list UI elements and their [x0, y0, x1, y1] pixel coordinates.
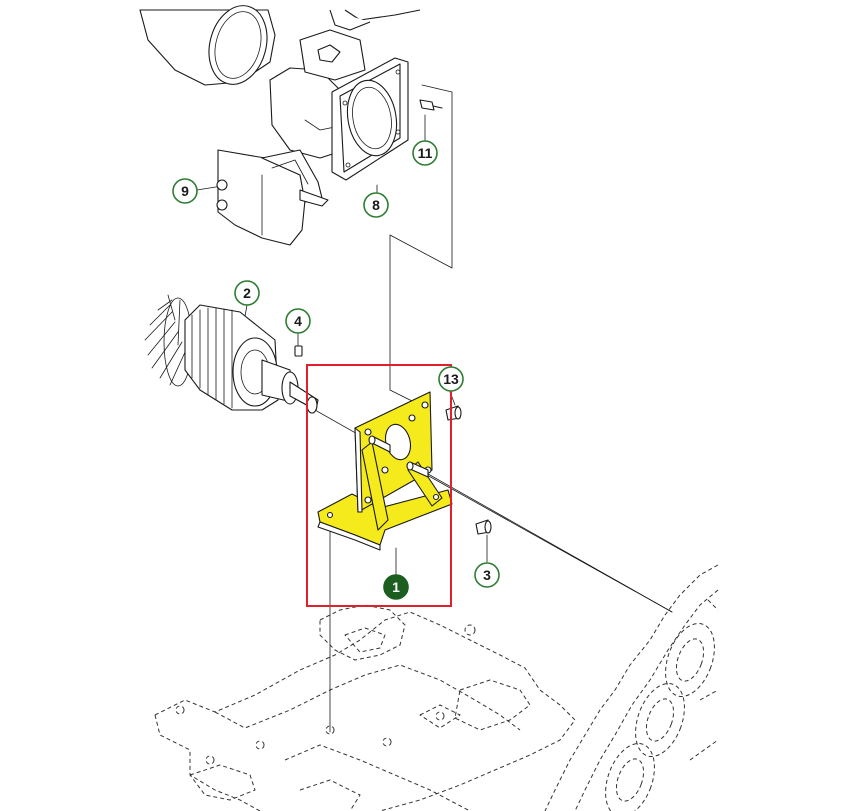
callout-13[interactable]: 13 — [438, 366, 464, 392]
fan-housing-outline — [544, 564, 719, 811]
bolt-13 — [445, 405, 462, 421]
cover-part — [216, 149, 329, 246]
callout-label: 1 — [392, 579, 400, 595]
callout-label: 11 — [418, 145, 433, 161]
motor-assembly — [144, 294, 319, 414]
screw-11 — [419, 99, 443, 111]
callout-label: 9 — [181, 183, 189, 199]
callout-9[interactable]: 9 — [172, 178, 198, 204]
callout-2[interactable]: 2 — [234, 280, 260, 306]
callout-1[interactable]: 1 — [383, 574, 409, 600]
selection-highlight-box — [306, 364, 452, 607]
frame-outline — [154, 604, 576, 811]
callout-11[interactable]: 11 — [412, 140, 438, 166]
motor-bracket — [317, 391, 453, 551]
bolt-3 — [475, 519, 492, 535]
callout-3[interactable]: 3 — [474, 562, 500, 588]
callout-4[interactable]: 4 — [285, 308, 311, 334]
callout-label: 3 — [483, 567, 491, 583]
callout-label: 13 — [443, 371, 459, 387]
duct-housing — [139, 5, 421, 159]
key-4 — [294, 345, 303, 357]
callout-label: 4 — [294, 313, 302, 329]
callout-label: 8 — [372, 197, 380, 213]
callout-8[interactable]: 8 — [363, 192, 389, 218]
callout-label: 2 — [243, 285, 251, 301]
flange-plate — [331, 57, 409, 181]
